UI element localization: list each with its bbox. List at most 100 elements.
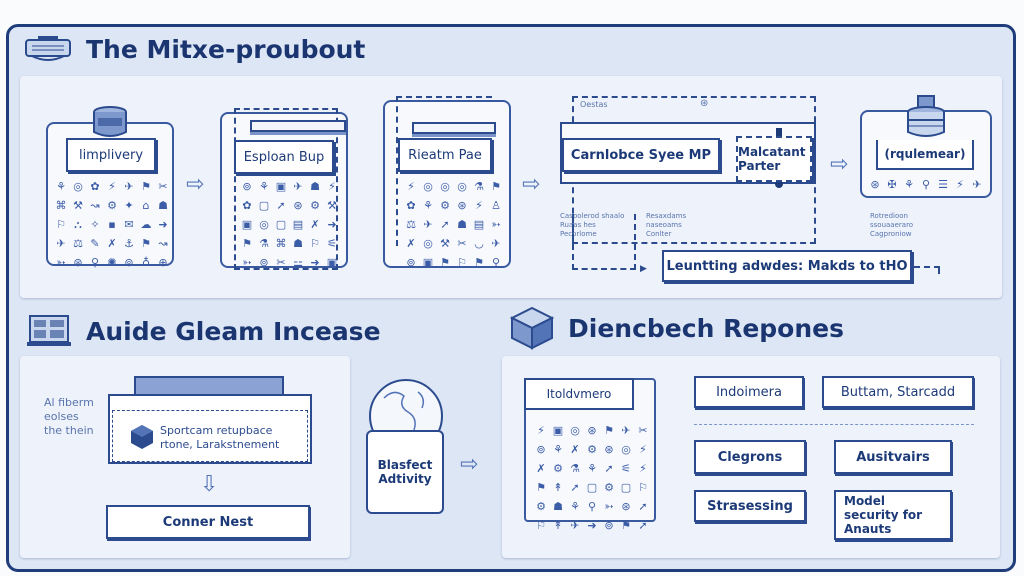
dashed-connector — [572, 214, 636, 270]
grid-glyph-icon: ⊛ — [293, 199, 303, 212]
btn-model-security[interactable]: Model security for Anauts — [834, 490, 952, 540]
partner-label[interactable]: Malcatant Parter — [736, 136, 812, 182]
grid-glyph-icon: ✦ — [124, 199, 134, 212]
grid-glyph-icon: ⚙ — [440, 199, 450, 212]
grid-glyph-icon: ⊚ — [406, 256, 416, 269]
grid-glyph-icon: ⊛ — [73, 256, 83, 269]
top-title-text: The Mitxe-proubout — [86, 34, 366, 64]
grid-glyph-icon: ⚘ — [259, 180, 269, 193]
grid-glyph-icon: ⚒ — [327, 199, 337, 212]
connector-bottom — [775, 182, 783, 188]
grid-glyph-icon: ✿ — [242, 199, 252, 212]
grid-glyph-icon: ⚙ — [587, 443, 597, 456]
grid-glyph-icon: ↝ — [90, 199, 100, 212]
card-esploan[interactable] — [220, 112, 348, 268]
grid-glyph-icon: ✈ — [124, 180, 134, 193]
grid-glyph-icon: ⌘ — [55, 199, 67, 212]
grid-glyph-icon: ⚑ — [491, 180, 501, 193]
grid-glyph-icon: ⊛ — [621, 500, 631, 513]
grid-glyph-icon: ➚ — [604, 462, 614, 475]
grid-glyph-icon: ✗ — [570, 443, 580, 456]
grid-glyph-icon: ✗ — [536, 462, 546, 475]
grid-glyph-icon: ⚐ — [638, 481, 648, 494]
card-esploan-label: Esploan Bup — [234, 140, 334, 174]
grid-glyph-icon: ⚍ — [293, 256, 303, 269]
grid-glyph-icon: ↝ — [158, 237, 168, 250]
grid-glyph-icon: ▢ — [586, 481, 598, 494]
grid-glyph-icon: ✠ — [887, 178, 897, 191]
icon-grid-a: ⚘◎✿⚡✈⚑✂⌘⚒↝⚙✦⌂☗⚐⛬✧▪✉☁➜✈⚖✎✗⚓⚑↝➳⊛⚲✺⊚♁⊕ — [54, 180, 170, 270]
grid-glyph-icon: ➜ — [587, 519, 597, 532]
grid-glyph-icon: ⚘ — [56, 180, 66, 193]
left-title-text: Auide Gleam Incease — [86, 316, 381, 346]
grid-glyph-icon: ▣ — [275, 180, 287, 193]
dashed-inner — [112, 410, 308, 462]
grid-glyph-icon: ➜ — [310, 256, 320, 269]
grid-glyph-icon: ☗ — [293, 237, 303, 250]
grid-glyph-icon: ⚘ — [423, 199, 433, 212]
grid-glyph-icon: ⊚ — [259, 256, 269, 269]
middle-box[interactable] — [108, 394, 312, 464]
grid-glyph-icon: ➳ — [56, 256, 66, 269]
grid-glyph-icon: ⚑ — [440, 256, 450, 269]
grid-glyph-icon: ☗ — [457, 218, 467, 231]
globe-icon — [369, 379, 443, 438]
grid-glyph-icon: ➚ — [440, 218, 450, 231]
grid-glyph-icon: ➚ — [638, 500, 648, 513]
btn-strasessing[interactable]: Strasessing — [694, 490, 806, 522]
grid-glyph-icon: ✈ — [570, 519, 580, 532]
grid-glyph-icon: ➜ — [327, 218, 337, 231]
grid-glyph-icon: ☗ — [158, 199, 168, 212]
grid-glyph-icon: ⚘ — [570, 500, 580, 513]
icon-grid-e: ⚡▣◎⊛⚑✈✂⊚⚘✗⚙⊛◎⚡✗⚙⚗⚘➚⚟⚡⚑↟➚▢⚙▢⚐⚙☗⚘⚲➳⊛➚⚐↟✈➜⊚… — [534, 424, 650, 533]
icon-grid-c: ⚡◎◎◎⚗⚑✿⚘⚙⊛⚡♙⚖✈➚☗▤➳✗◎⚒✂◡✈⊚▣⚑⚐⚑⚲ — [404, 180, 503, 270]
bottom-bar-box[interactable]: Leuntting adwdes: Makds to tHO — [662, 250, 912, 282]
grid-glyph-icon: ⚒ — [440, 237, 450, 250]
grid-glyph-icon: ➚ — [638, 519, 648, 532]
grid-glyph-icon: ◎ — [423, 237, 433, 250]
grid-glyph-icon: ✂ — [457, 237, 467, 250]
dashed-outline — [234, 108, 338, 270]
grid-glyph-icon: ◎ — [423, 180, 433, 193]
grid-glyph-icon: ➳ — [604, 500, 614, 513]
grid-glyph-icon: ➚ — [276, 199, 286, 212]
conner-nest-box[interactable]: Conner Nest — [106, 505, 310, 539]
dashed-outline — [396, 96, 492, 246]
middle-box-text: Sportcam retupbace rtone, Larakstnement — [160, 424, 280, 451]
btn-ausitvairs[interactable]: Ausitvairs — [834, 440, 952, 474]
grid-glyph-icon: ⚟ — [327, 237, 337, 250]
grid-glyph-icon: ✗ — [107, 237, 117, 250]
header-bar — [412, 122, 496, 134]
grid-glyph-icon: ⚙ — [107, 199, 117, 212]
grid-glyph-icon: ⚘ — [587, 462, 597, 475]
system-label[interactable]: Carnlobce Syee MP — [562, 138, 720, 172]
arrow-right-icon: ⇨ — [830, 152, 849, 177]
grid-glyph-icon: ⊚ — [604, 519, 614, 532]
grid-glyph-icon: ⛬ — [74, 218, 82, 231]
grid-glyph-icon: ▪ — [108, 218, 116, 231]
grid-glyph-icon: ↟ — [553, 519, 563, 532]
grid-glyph-icon: ✈ — [621, 424, 631, 437]
grid-glyph-icon: ✺ — [107, 256, 117, 269]
grid-glyph-icon: ♁ — [141, 256, 151, 269]
grid-glyph-icon: ▢ — [258, 199, 270, 212]
grid-glyph-icon: ⊚ — [242, 180, 252, 193]
pipeline-icon — [25, 36, 71, 61]
grid-glyph-icon: ☗ — [310, 180, 320, 193]
btn-indoimera[interactable]: Indoimera — [694, 376, 804, 408]
grid-glyph-icon: ⚑ — [242, 237, 252, 250]
globe-card[interactable]: Blasfect Adtivity — [366, 430, 444, 514]
btn-clegrons[interactable]: Clegrons — [694, 440, 806, 474]
grid-glyph-icon: ☰ — [938, 178, 948, 191]
grid-glyph-icon: ⚡ — [407, 180, 415, 193]
grid-glyph-icon: ✿ — [90, 180, 100, 193]
grid-glyph-icon: ⚐ — [536, 519, 546, 532]
grid-glyph-icon: ▢ — [275, 218, 287, 231]
btn-buttam[interactable]: Buttam, Starcadd — [822, 376, 974, 408]
grid-glyph-icon: ◡ — [474, 237, 484, 250]
grid-glyph-icon: ✈ — [491, 237, 501, 250]
left-section-title: Auide Gleam Incease — [26, 314, 381, 348]
